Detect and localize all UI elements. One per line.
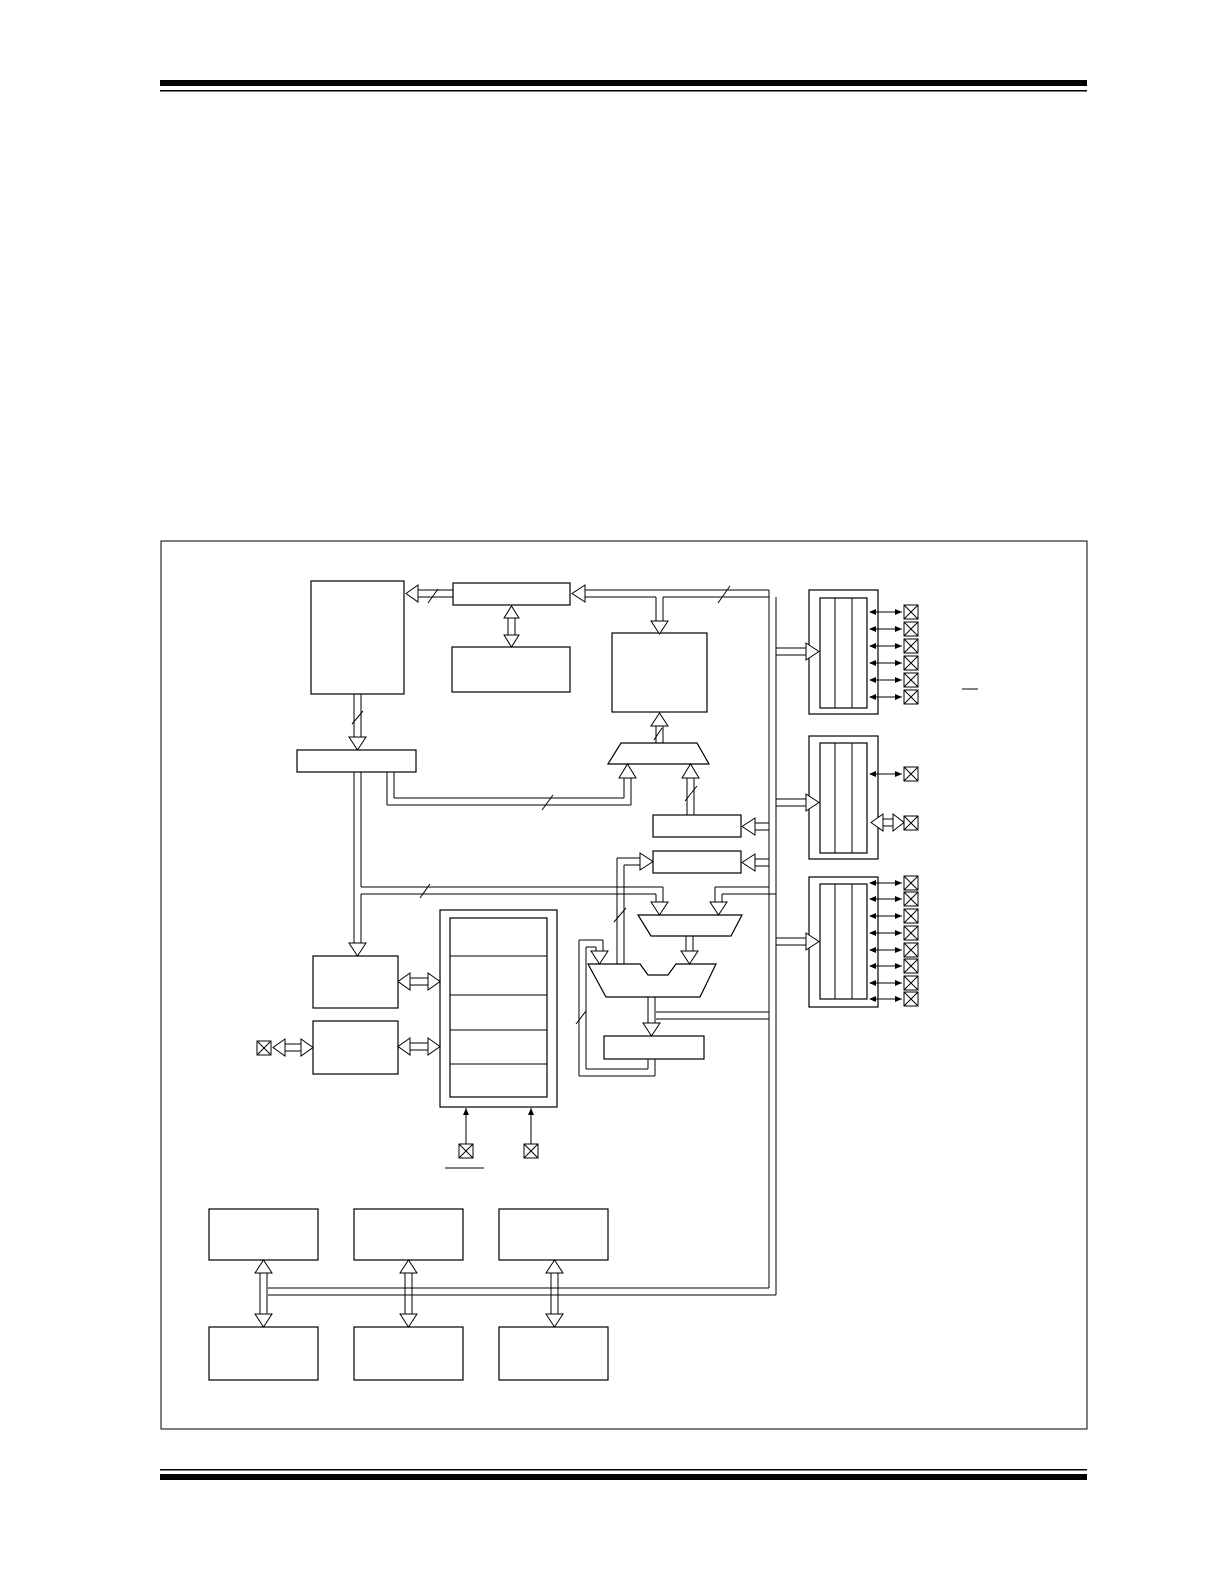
indirect-addr-bus [681,763,700,815]
osc-pin-bus [256,1038,314,1057]
bus-to-pc-arrow [571,584,586,603]
peripheral-2 [353,1208,464,1261]
pc-to-program-memory-bus [405,584,453,604]
mux [636,914,743,937]
portc-pins [869,875,919,1007]
portb-pins [869,766,919,833]
fsr-register [652,814,742,838]
alu [586,963,717,998]
alu-to-status [613,852,654,964]
program-memory [310,580,405,695]
bus-to-ram-arrow [650,620,669,635]
power-pins [445,1108,539,1169]
block-diagram-frame [160,540,1088,1430]
porta [808,589,879,715]
direct-addr-bus [386,763,637,811]
status-register [652,850,742,874]
stack [451,646,571,693]
program-bus [348,694,367,751]
timing-generation [312,1020,399,1075]
addr-mux [606,742,711,765]
bus-to-mux [709,886,776,916]
mux-to-alu [680,936,699,965]
peripheral-5 [353,1326,464,1381]
instruction-bus [348,772,669,957]
pc-stack-bus [503,605,520,648]
ram-addr-bus [650,712,669,743]
portb [808,735,879,860]
alu-to-w [642,997,661,1037]
w-register [603,1035,705,1060]
peripheral-bus [254,1259,564,1328]
program-counter [452,582,571,606]
portc [808,876,879,1008]
header-rule [160,80,1087,92]
bus-to-fsr-status [741,817,769,872]
peripheral-4 [208,1326,319,1381]
ram-file-registers [611,632,708,713]
peripheral-6 [498,1326,609,1381]
decode-to-stack [397,972,441,1056]
power-control-stack [439,909,558,1108]
instruction-decode [312,955,399,1009]
porta-pins [869,604,978,705]
bus-to-ports [776,642,820,951]
footer-rule [160,1469,1087,1480]
w-feedback [575,939,656,1077]
peripheral-1 [208,1208,319,1261]
instruction-register [296,749,417,773]
data-bus [268,589,777,1296]
peripheral-3 [498,1208,609,1261]
